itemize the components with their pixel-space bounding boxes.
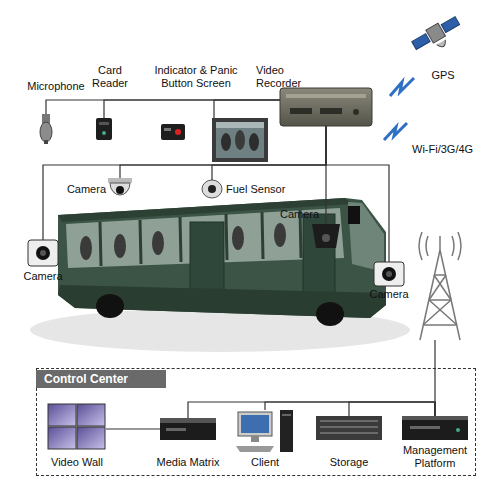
device-label: Indicator & Panic Button Screen (140, 64, 252, 90)
connector-line (326, 126, 389, 262)
device-label: Card Reader (84, 64, 136, 90)
camera-icon (374, 262, 404, 286)
device-label: Client (240, 456, 290, 469)
client-icon (236, 410, 293, 452)
equipment-node: Media Matrix (160, 418, 216, 440)
video-wall-icon (48, 404, 105, 449)
card-reader-icon (96, 118, 112, 140)
device-node: Card Reader (95, 118, 113, 140)
panic-button-icon (161, 124, 185, 140)
camera-node: Camera (108, 178, 132, 200)
device-label: Storage (319, 456, 379, 469)
device-label: Video Recorder (256, 64, 316, 90)
device-node: Indicator & Panic Button Screen (160, 118, 268, 162)
device-label: Camera (280, 208, 324, 221)
connector-line (120, 126, 326, 178)
connector-line (349, 402, 435, 416)
wireless-symbol (384, 123, 407, 140)
video-recorder-icon (280, 88, 372, 126)
device-label: Media Matrix (148, 456, 228, 469)
cell-tower (419, 232, 461, 416)
camera-icon (28, 240, 58, 266)
equipment-node: Video Wall (48, 404, 106, 450)
media-matrix-icon (160, 418, 216, 440)
device-label: Camera (13, 270, 73, 283)
recorder-node: Video Recorder (280, 88, 372, 126)
camera-node: Camera (374, 262, 404, 286)
connector-line (214, 100, 280, 118)
device-label: Camera (58, 183, 106, 196)
management-platform-icon (402, 416, 468, 440)
fuel-sensor-icon (202, 180, 222, 198)
device-label: Management Platform (398, 444, 472, 470)
dome-camera-icon (108, 178, 132, 195)
equipment-node: Management Platform (402, 416, 468, 440)
device-node: Microphone (36, 114, 56, 144)
equipment-node: Storage (316, 416, 382, 440)
equipment-node: Client (236, 410, 294, 452)
screen-icon (212, 118, 268, 162)
sensor-node: Fuel Sensor (202, 180, 222, 198)
connector-line (106, 428, 160, 429)
section-heading: Control Center (36, 370, 166, 388)
gps-satellite (410, 14, 465, 59)
device-label: Video Wall (40, 456, 114, 469)
camera-node: Camera (312, 224, 340, 248)
camera-node: Camera (28, 240, 58, 268)
connector-line (265, 402, 435, 416)
network-label: Wi-Fi/3G/4G (412, 143, 488, 156)
device-label: Microphone (16, 80, 96, 93)
camera-icon (312, 224, 340, 248)
bus-illustration (30, 198, 410, 352)
connector-line (43, 126, 326, 240)
connector-line (212, 126, 326, 180)
control-center-box: Control CenterVideo WallMedia MatrixClie… (36, 368, 476, 476)
device-label: Camera (364, 288, 414, 301)
connector-line (188, 402, 435, 418)
storage-icon (316, 416, 382, 440)
satellite-node: GPS (420, 10, 466, 52)
microphone-icon (40, 114, 52, 144)
device-label: GPS (420, 69, 466, 82)
wireless-symbol (390, 78, 414, 96)
connector-line (46, 100, 280, 114)
device-label: Fuel Sensor (226, 183, 296, 196)
connector-line (104, 100, 280, 118)
